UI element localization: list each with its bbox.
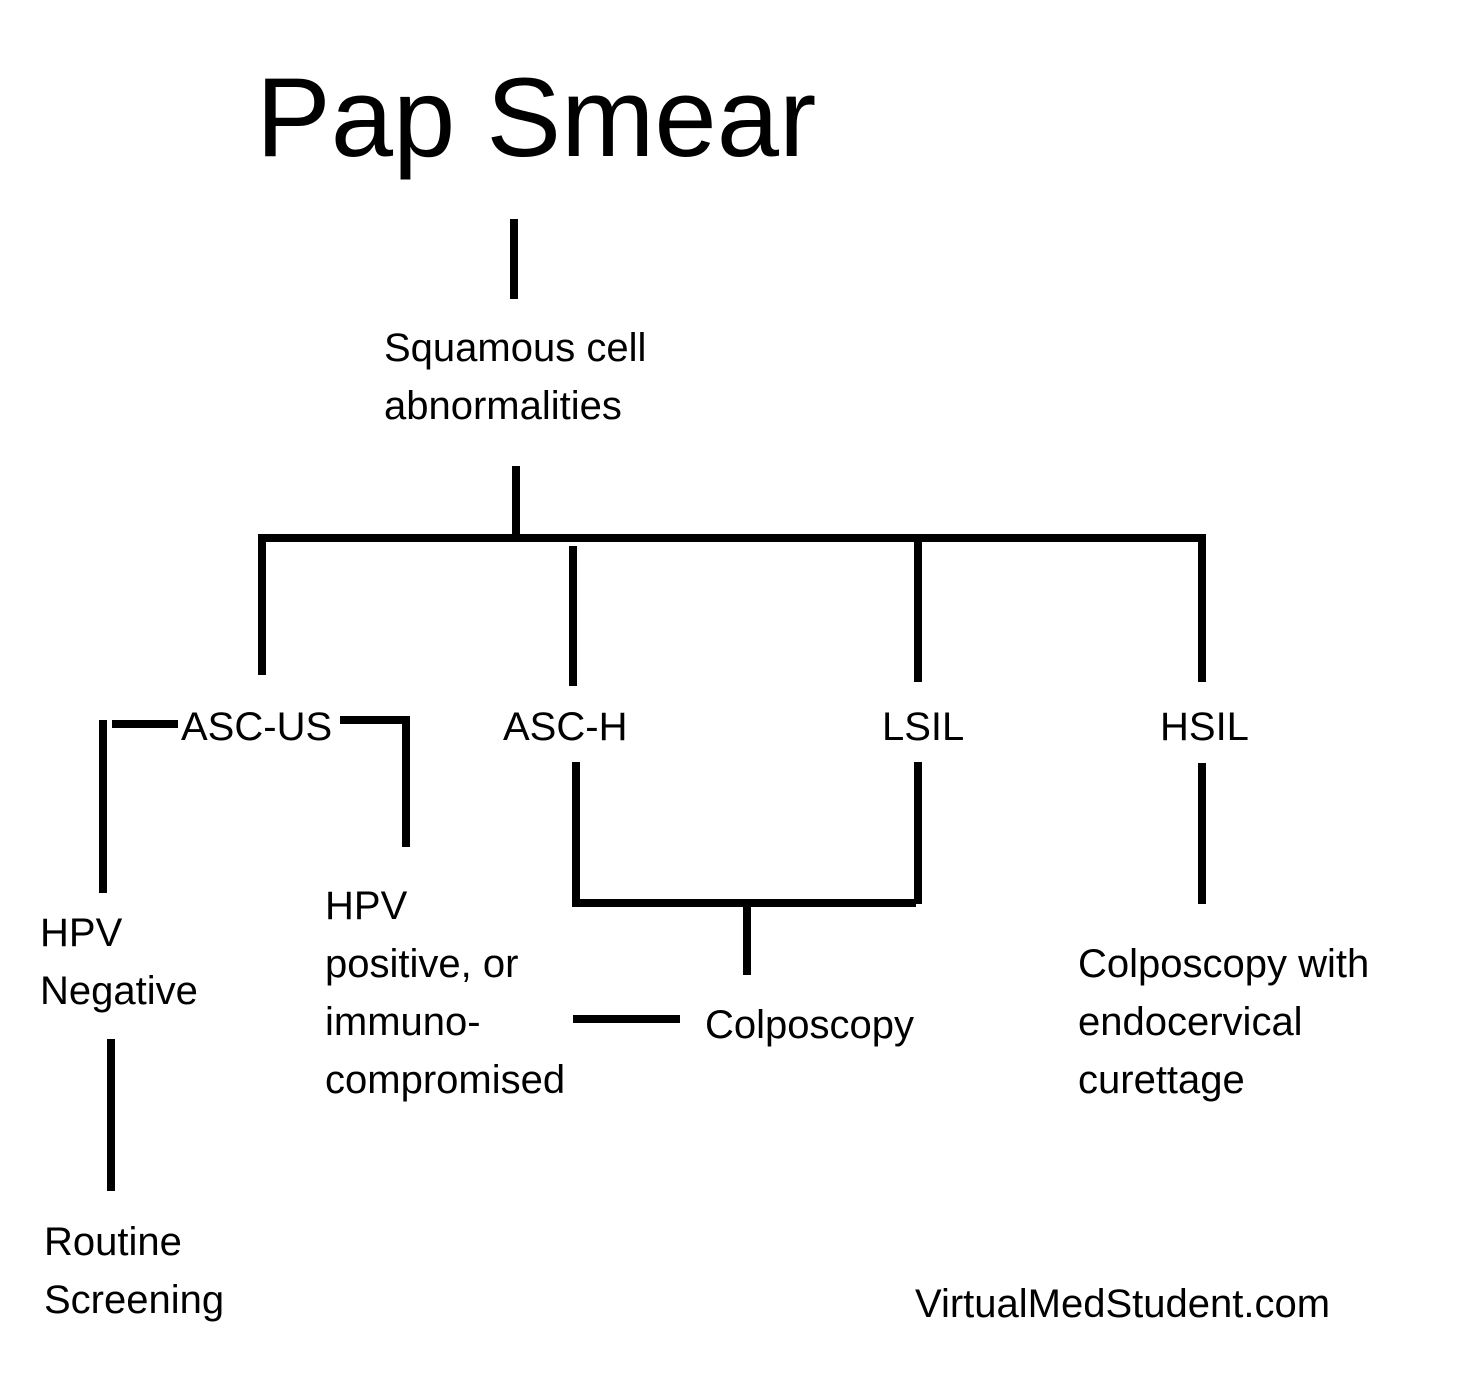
- node-asc-us: ASC-US: [181, 705, 333, 749]
- node-colposcopy: Colposcopy: [705, 1003, 915, 1047]
- node-routine-screening: Routine Screening: [44, 1220, 225, 1322]
- node-hsil: HSIL: [1160, 705, 1249, 749]
- node-asc-h: ASC-H: [503, 705, 628, 749]
- footer-credit: VirtualMedStudent.com: [915, 1282, 1331, 1326]
- page-title: Pap Smear: [256, 55, 817, 180]
- node-hpv-negative: HPV Negative: [40, 911, 198, 1013]
- node-squamous-cell-abnormalities: Squamous cell abnormalities: [384, 326, 647, 428]
- node-lsil: LSIL: [882, 705, 965, 749]
- node-colposcopy-ecc: Colposcopy with endocervical curettage: [1078, 942, 1370, 1102]
- node-hpv-positive: HPV positive, or immuno- compromised: [325, 884, 566, 1102]
